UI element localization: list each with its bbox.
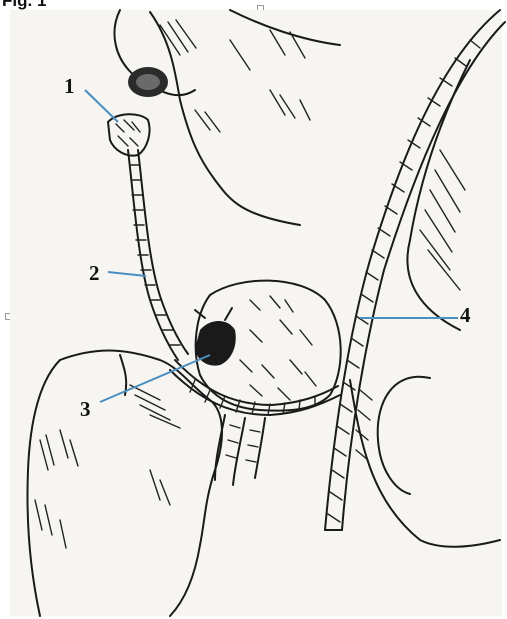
paper-background <box>10 10 502 616</box>
label-1: 1 <box>64 74 75 98</box>
label-4: 4 <box>460 303 471 327</box>
label-2: 2 <box>89 261 100 285</box>
label-3: 3 <box>80 397 91 421</box>
